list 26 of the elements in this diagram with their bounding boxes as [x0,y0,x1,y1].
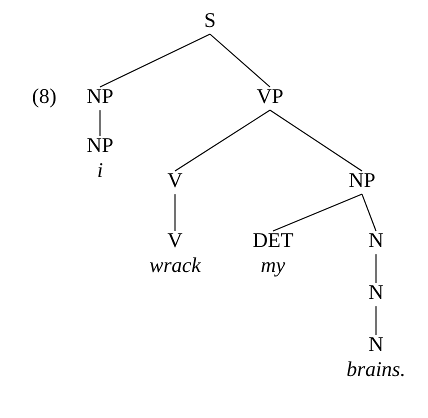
example-number: (8) [32,84,56,108]
tree-branch [361,194,377,232]
category-label: V [167,228,183,252]
tree-branch [272,194,362,232]
category-label: N [368,228,384,252]
tree-branch [174,110,270,172]
category-label: N [368,332,384,356]
category-label: NP [86,133,114,158]
word-label: wrack [149,253,201,278]
category-label: DET [252,228,294,252]
word-label: my [260,253,286,278]
tree-branch [270,110,362,172]
category-label: NP [348,168,376,192]
tree-branch [375,254,377,283]
category-label: NP [86,84,114,108]
tree-branch [100,34,210,88]
category-label: S [204,8,216,32]
tree-branch [99,110,101,136]
tree-branch [174,194,176,231]
category-label: N [368,280,384,304]
tree-branch [375,306,377,335]
word-label: brains. [346,357,406,382]
word-label: i [97,158,103,182]
category-label: V [167,168,183,192]
category-label: VP [256,84,284,108]
tree-branch [210,34,270,88]
